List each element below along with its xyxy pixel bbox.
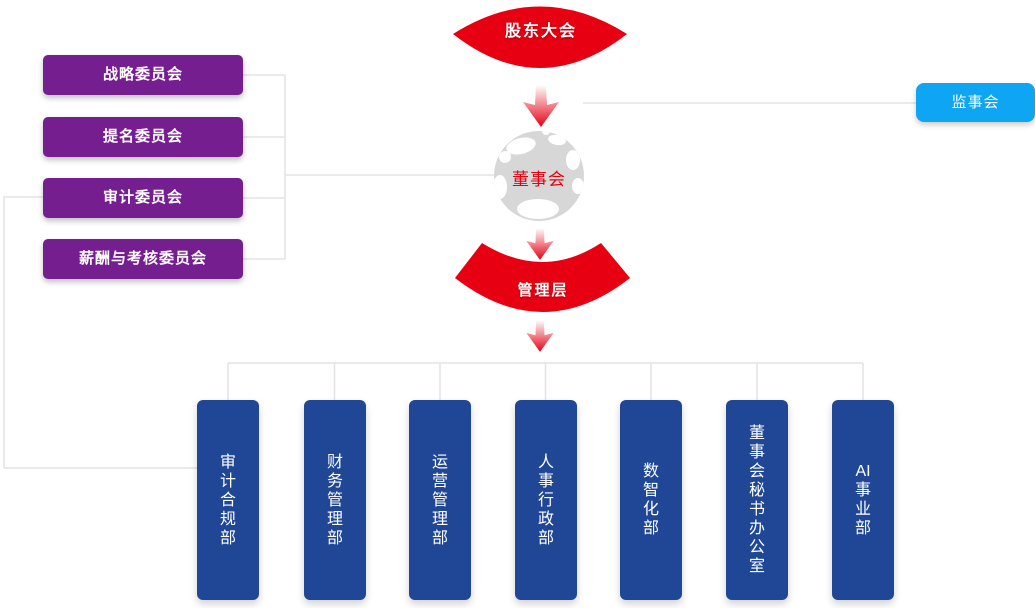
dept-box-finance-management: 财务管理部: [304, 400, 366, 600]
connector-lines: [3, 74, 916, 469]
dept-box-audit-compliance: 审计合规部: [197, 400, 259, 600]
committee-box-remuneration-assessment: 薪酬与考核委员会: [43, 239, 243, 279]
dept-box-hr-administration: 人事行政部: [515, 400, 577, 600]
supervisory-board-box: 监事会: [916, 83, 1035, 122]
management-banner-shape: [455, 243, 630, 312]
globe-icon: [494, 131, 584, 221]
down-arrow-icon: [526, 228, 554, 260]
dept-box-board-secretary-office: 董事会秘书办公室: [726, 400, 788, 600]
committee-box-audit: 审计委员会: [43, 178, 243, 218]
down-arrow-icon: [523, 85, 559, 127]
shareholders-banner-shape: [453, 6, 627, 68]
committee-box-strategy: 战略委员会: [43, 55, 243, 95]
committee-box-nomination: 提名委员会: [43, 117, 243, 157]
dept-box-operations-management: 运营管理部: [409, 400, 471, 600]
dept-box-digital-intelligence: 数智化部: [620, 400, 682, 600]
down-arrow-icon: [526, 320, 554, 352]
